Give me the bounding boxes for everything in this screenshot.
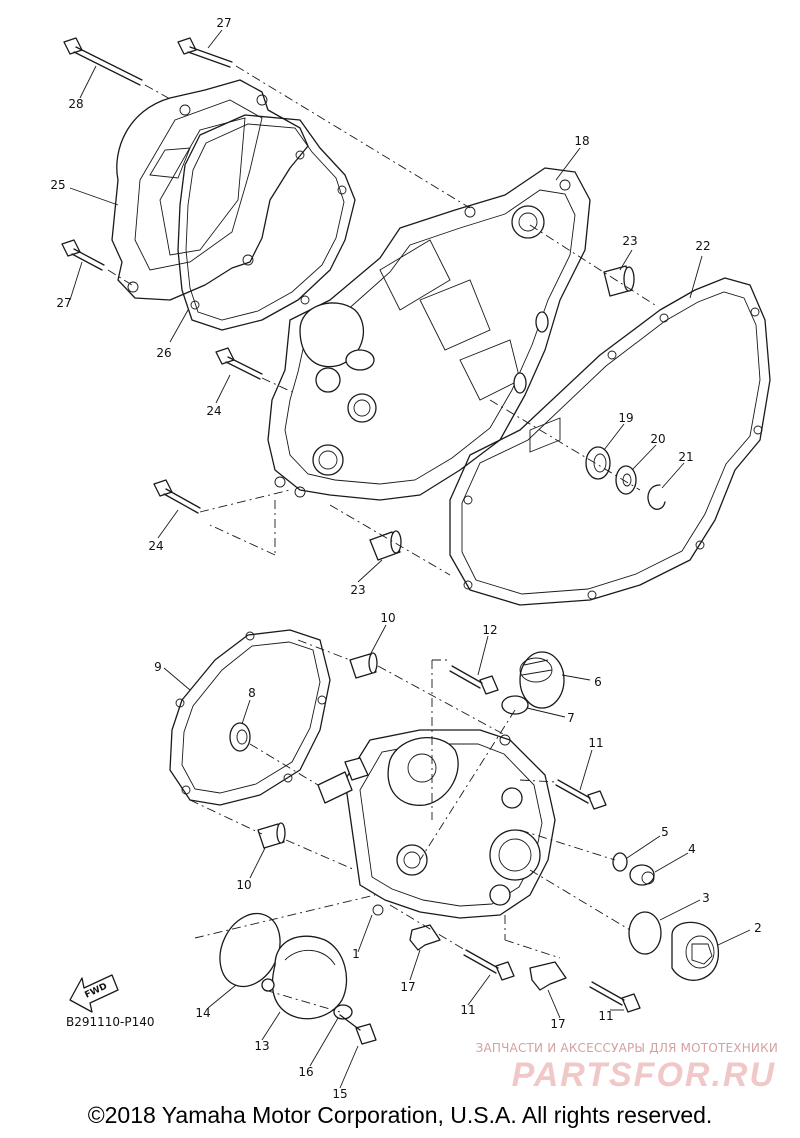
callout-11: 11 — [588, 736, 603, 750]
callout-20: 20 — [650, 432, 665, 446]
bolt-11-lower — [589, 981, 641, 1013]
callout-21: 21 — [678, 450, 693, 464]
cover-gasket-26 — [177, 114, 356, 331]
callout-14: 14 — [195, 1006, 210, 1020]
callout-1: 1 — [352, 947, 360, 961]
alignment-lines-lower — [189, 639, 631, 1013]
bolt-15 — [339, 1014, 377, 1045]
callout-24: 24 — [148, 539, 163, 553]
callout-10: 10 — [236, 878, 251, 892]
clutch-cover-25 — [111, 79, 309, 301]
o-ring-5 — [612, 852, 628, 872]
callout-25: 25 — [50, 178, 65, 192]
bolt-27-left — [61, 239, 105, 271]
callout-5: 5 — [661, 825, 669, 839]
dowel-pin-10-lower — [257, 822, 286, 849]
dowel-pin-10-upper — [349, 652, 378, 679]
callout-3: 3 — [702, 891, 710, 905]
callout-17: 17 — [400, 980, 415, 994]
bolt-24-upper — [215, 347, 263, 380]
dowel-pin-23-lower — [369, 530, 402, 561]
o-ring-3 — [628, 911, 662, 955]
leader-lines — [69, 29, 751, 1089]
gasket-9 — [169, 629, 331, 806]
callout-19: 19 — [618, 411, 633, 425]
callout-4: 4 — [688, 842, 696, 856]
alignment-lines-upper — [107, 65, 656, 576]
callout-24: 24 — [206, 404, 221, 418]
crankcase-cover-18 — [267, 167, 591, 501]
callout-10: 10 — [380, 611, 395, 625]
callout-7: 7 — [567, 711, 575, 725]
bolt-11-right — [555, 779, 607, 810]
bolt-12 — [449, 665, 499, 695]
callout-9: 9 — [154, 660, 162, 674]
callout-6: 6 — [594, 675, 602, 689]
callout-23: 23 — [350, 583, 365, 597]
oil-seal-19 — [585, 446, 611, 480]
fwd-arrow-icon: FWD — [69, 974, 119, 1013]
callout-23: 23 — [622, 234, 637, 248]
bracket-17-right — [529, 961, 567, 991]
callout-15: 15 — [332, 1087, 347, 1101]
gasket-22 — [449, 277, 771, 606]
cover-13 — [261, 935, 348, 1020]
callout-13: 13 — [254, 1039, 269, 1053]
callout-22: 22 — [695, 239, 710, 253]
plug-4 — [629, 864, 655, 886]
callout-11: 11 — [598, 1009, 613, 1023]
bolt-11-center — [463, 949, 515, 981]
callout-18: 18 — [574, 134, 589, 148]
callout-16: 16 — [298, 1065, 313, 1079]
callout-2: 2 — [754, 921, 762, 935]
circlip-21 — [647, 484, 666, 510]
copyright-footer: ©2018 Yamaha Motor Corporation, U.S.A. A… — [87, 1102, 713, 1128]
washer-20 — [615, 465, 637, 495]
callout-11: 11 — [460, 1003, 475, 1017]
dowel-pin-23-upper — [603, 265, 635, 297]
diagram-code: B291110-P140 — [66, 1015, 155, 1029]
callout-28: 28 — [68, 97, 83, 111]
callout-8: 8 — [248, 686, 256, 700]
callout-17: 17 — [550, 1017, 565, 1031]
bolt-24-lower — [153, 479, 201, 514]
oil-seal-8 — [229, 722, 251, 752]
callout-12: 12 — [482, 623, 497, 637]
watermark-subtitle: ЗАПЧАСТИ И АКСЕССУАРЫ ДЛЯ МОТОТЕХНИКИ — [475, 1041, 778, 1055]
callout-26: 26 — [156, 346, 171, 360]
part-callouts: 27 28 25 27 26 18 23 22 19 20 21 24 24 2… — [50, 16, 761, 1101]
washer-16 — [333, 1004, 353, 1020]
watermark-logo: PARTSFOR.RU — [511, 1056, 776, 1094]
crankcase-cover-1 — [317, 729, 556, 919]
bolt-27-top — [177, 37, 233, 68]
o-ring-7 — [501, 695, 529, 715]
callout-27: 27 — [56, 296, 71, 310]
bolt-28 — [63, 37, 143, 86]
plug-2 — [671, 921, 719, 981]
bracket-17-left — [409, 924, 441, 951]
callout-27: 27 — [216, 16, 231, 30]
filler-cap-6 — [519, 651, 565, 709]
